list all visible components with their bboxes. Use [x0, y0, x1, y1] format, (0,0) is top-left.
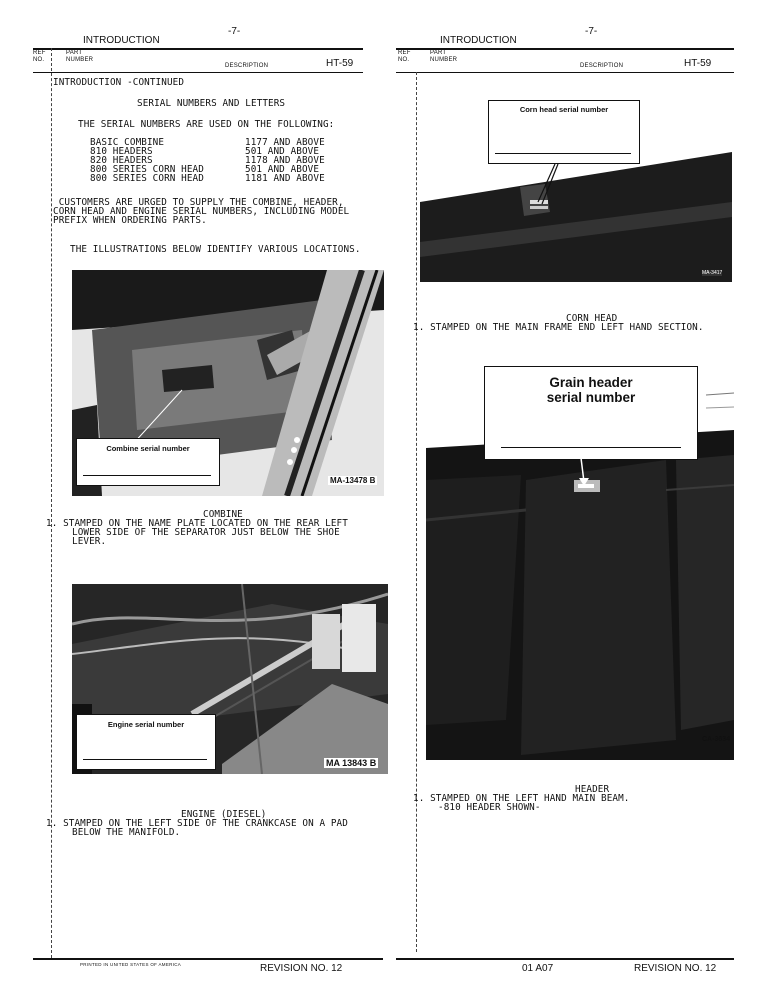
left-section-title: INTRODUCTION: [83, 35, 160, 46]
combine-caption-line3: LEVER.: [72, 536, 107, 547]
serial-value: 1181 AND ABOVE: [245, 173, 325, 184]
header-serial-label-line2: serial number: [546, 390, 636, 405]
header-figure-tag: CA-3634: [702, 736, 731, 743]
combine-serial-label-box: Combine serial number: [76, 438, 220, 486]
engine-caption-line1: 1. STAMPED ON THE LEFT SIDE OF THE CRANK…: [46, 818, 348, 829]
cornhead-serial-label-box: Corn head serial number: [488, 100, 640, 164]
right-header-rule-bottom: [396, 72, 734, 73]
serial-value: 501 AND ABOVE: [245, 164, 320, 175]
right-page-number: -7-: [585, 26, 598, 37]
left-para1-line3: PREFIX WHEN ORDERING PARTS.: [53, 215, 207, 226]
left-para1-line2: CORN HEAD AND ENGINE SERIAL NUMBERS, INC…: [53, 206, 350, 217]
header-photo: Grain header serial number CA-3634: [426, 360, 734, 760]
serial-value: 501 AND ABOVE: [245, 146, 320, 157]
cornhead-leader-line: [537, 163, 559, 205]
left-col-part: PART NUMBER: [66, 50, 94, 63]
combine-photo: Combine serial number MA-13478 B: [72, 270, 384, 496]
engine-photo: Engine serial number MA 13843 B: [72, 584, 388, 774]
left-footer-revision: REVISION NO. 12: [260, 963, 343, 974]
header-caption-line1: 1. STAMPED ON THE LEFT HAND MAIN BEAM.: [413, 793, 630, 804]
combine-caption-title: COMBINE: [203, 509, 243, 520]
cornhead-caption-title: CORN HEAD: [566, 313, 618, 324]
serial-value: 1177 AND ABOVE: [245, 137, 325, 148]
right-ref-column-line: [416, 72, 417, 952]
right-footer-revision: REVISION NO. 12: [634, 963, 717, 974]
header-serial-label-line1: Grain header: [549, 375, 633, 390]
left-header-rule-top: [33, 48, 363, 50]
left-footer-printed: PRINTED IN UNITED STATES OF AMERICA: [80, 962, 182, 967]
right-code: HT-59: [684, 58, 712, 69]
cornhead-photo: Corn head serial number MA-3417: [420, 92, 732, 282]
right-col-ref: REF NO.: [398, 50, 411, 63]
serial-item: 800 SERIES CORN HEAD: [90, 173, 204, 184]
combine-figure-tag: MA-13478 B: [328, 476, 378, 485]
left-para1-line1: CUSTOMERS ARE URGED TO SUPPLY THE COMBIN…: [53, 197, 344, 208]
left-intro: THE SERIAL NUMBERS ARE USED ON THE FOLLO…: [78, 119, 335, 130]
engine-serial-label-box: Engine serial number: [76, 714, 216, 770]
right-footer-rule: [396, 958, 734, 960]
serial-item: 820 HEADERS: [90, 155, 153, 166]
right-col-part: PART NUMBER: [430, 50, 458, 63]
left-page-number: -7-: [228, 26, 241, 37]
right-col-desc: DESCRIPTION: [580, 63, 624, 69]
combine-caption-line1: 1. STAMPED ON THE NAME PLATE LOCATED ON …: [46, 518, 348, 529]
combine-serial-label: Combine serial number: [106, 444, 190, 453]
label-blank-line: [501, 447, 681, 448]
left-col-ref: REF NO.: [33, 50, 46, 63]
cornhead-figure-tag: MA-3417: [702, 270, 723, 276]
left-para2: THE ILLUSTRATIONS BELOW IDENTIFY VARIOUS…: [70, 244, 361, 255]
serial-item: 810 HEADERS: [90, 146, 153, 157]
serial-value: 1178 AND ABOVE: [245, 155, 325, 166]
header-caption-line2: -810 HEADER SHOWN-: [438, 802, 541, 813]
engine-figure-tag: MA 13843 B: [324, 758, 379, 768]
header-caption-title: HEADER: [575, 784, 610, 795]
left-heading: SERIAL NUMBERS AND LETTERS: [137, 98, 286, 109]
serial-item: 800 SERIES CORN HEAD: [90, 164, 204, 175]
combine-photo-art: [72, 270, 384, 496]
cornhead-photo-art: [420, 92, 732, 282]
engine-caption-title: ENGINE (DIESEL): [181, 809, 267, 820]
left-ref-column-line: [51, 48, 52, 958]
cornhead-serial-label: Corn head serial number: [519, 105, 609, 114]
cornhead-caption-line1: 1. STAMPED ON THE MAIN FRAME END LEFT HA…: [413, 322, 704, 333]
serial-item: BASIC COMBINE: [90, 137, 165, 148]
label-blank-line: [83, 759, 207, 760]
label-blank-line: [83, 475, 211, 476]
left-continued: INTRODUCTION -CONTINUED: [53, 77, 185, 88]
combine-caption-line2: LOWER SIDE OF THE SEPARATOR JUST BELOW T…: [72, 527, 340, 538]
right-section-title: INTRODUCTION: [440, 35, 517, 46]
engine-serial-label: Engine serial number: [107, 720, 185, 729]
engine-caption-line2: BELOW THE MANIFOLD.: [72, 827, 181, 838]
left-footer-rule: [33, 958, 383, 960]
left-code: HT-59: [326, 58, 354, 69]
left-col-desc: DESCRIPTION: [225, 63, 269, 69]
right-footer-code: 01 A07: [522, 963, 554, 974]
left-header-rule-bottom: [33, 72, 363, 73]
right-header-rule-top: [396, 48, 734, 50]
header-leader-line: [579, 457, 589, 486]
label-blank-line: [495, 153, 631, 154]
engine-photo-art: [72, 584, 388, 774]
header-serial-label-box: Grain header serial number: [484, 366, 698, 460]
